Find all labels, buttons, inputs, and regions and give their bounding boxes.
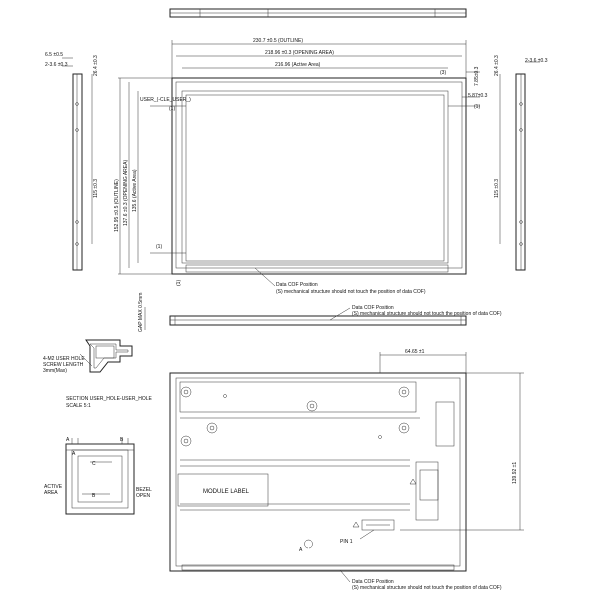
section-detail	[79, 339, 133, 373]
rear-right-dim: 139.92 ±1	[512, 462, 518, 484]
opening-dim: 218.96 ±0.3 (OPENING AREA)	[265, 50, 334, 56]
left-side-view	[62, 57, 93, 271]
active-area-1: ACTIVE	[44, 484, 63, 490]
hole-note-2: SCREW LENGTH	[43, 362, 84, 368]
right-side-hole-bottom-icon	[519, 220, 523, 224]
abc-detail	[65, 438, 135, 515]
front-cof-note-1: Data COF Position	[276, 282, 318, 288]
detail-label-a1: A	[66, 437, 70, 443]
module-label: MODULE LABEL	[203, 489, 250, 495]
rear-top-dim: 64.65 ±1	[405, 349, 425, 355]
left-side-hole-top-icon	[75, 102, 79, 106]
rear-symbol-a: A	[299, 547, 303, 553]
paren-4: (1)	[169, 106, 175, 112]
paren-5: (3)	[440, 70, 446, 76]
right-dim-1: 7.85±0.3	[474, 66, 480, 86]
top-edge-view	[169, 8, 467, 18]
detail-label-a2: A	[72, 451, 76, 457]
section-scale: SCALE 5:1	[66, 403, 91, 409]
right-side-hole-top-icon	[519, 102, 523, 106]
right-dim-2: 5.87±0.3	[468, 93, 488, 99]
detail-label-b2: B	[92, 493, 96, 499]
bottom-edge-view	[144, 307, 467, 330]
section-title: SECTION USER_HOLE-USER_HOLE	[66, 396, 153, 402]
rear-cof-note-1: Data COF Position	[352, 579, 394, 585]
warning-triangle-icon	[409, 478, 417, 485]
active-h-dim: 135.6 (Active Area)	[132, 169, 138, 212]
left-dim-c: 26.4 ±0.3	[93, 55, 99, 76]
right-dim-h: 115 ±0.3	[494, 179, 500, 198]
bezel-open-2: OPEN	[136, 493, 151, 499]
bottom-cof-note-1: Data COF Position	[352, 305, 394, 311]
hole-note-1: 4-M2 USER HOLE	[43, 356, 85, 362]
outline-dim: 230.7 ±0.5 (OUTLINE)	[253, 38, 303, 44]
opening-h-dim: 137.6 ±0.3 (OPENING AREA)	[123, 160, 129, 226]
user-label: USER_(-CLE_USER_)	[140, 97, 191, 103]
active-dim: 216.96 (Active Area)	[275, 62, 321, 68]
left-dim-a: 6.5 ±0.5	[45, 52, 63, 58]
rotate-icon	[304, 539, 313, 549]
paren-2: (1)	[156, 244, 162, 250]
right-dim-b: 2-3.6 ±0.3	[525, 58, 548, 64]
left-dim-h: 115 ±0.3	[93, 179, 99, 198]
left-side-hole-bottom-icon	[75, 220, 79, 224]
bottom-cof-note-2: (S) mechanical structure should not touc…	[352, 311, 502, 317]
bezel-open-1: BEZEL	[136, 487, 152, 493]
left-dim-b: 2-3.6 ±0.3	[45, 62, 68, 68]
outline-h-dim: 152.95 ±0.5 (OUTLINE)	[114, 179, 120, 232]
rear-view	[169, 352, 524, 583]
paren-3: (1)	[176, 280, 182, 286]
right-dim-a: 26.4 ±0.3	[494, 55, 500, 76]
front-cof-note-2: (S) mechanical structure should not touc…	[276, 289, 426, 295]
active-area-2: AREA	[44, 490, 58, 496]
front-view	[118, 40, 480, 287]
detail-label-c: C	[92, 461, 96, 467]
module-label-box	[177, 473, 269, 507]
detail-label-b1: B	[120, 437, 124, 443]
gap-label: GAP MAX 0.5mm	[138, 293, 144, 332]
pin1-label: PIN 1	[340, 539, 353, 545]
paren-1: (1)	[474, 104, 480, 110]
rear-cof-note-2: (S) mechanical structure should not touc…	[352, 585, 502, 591]
hole-note-3: 3mm(Max)	[43, 368, 67, 374]
right-side-view	[499, 61, 540, 271]
